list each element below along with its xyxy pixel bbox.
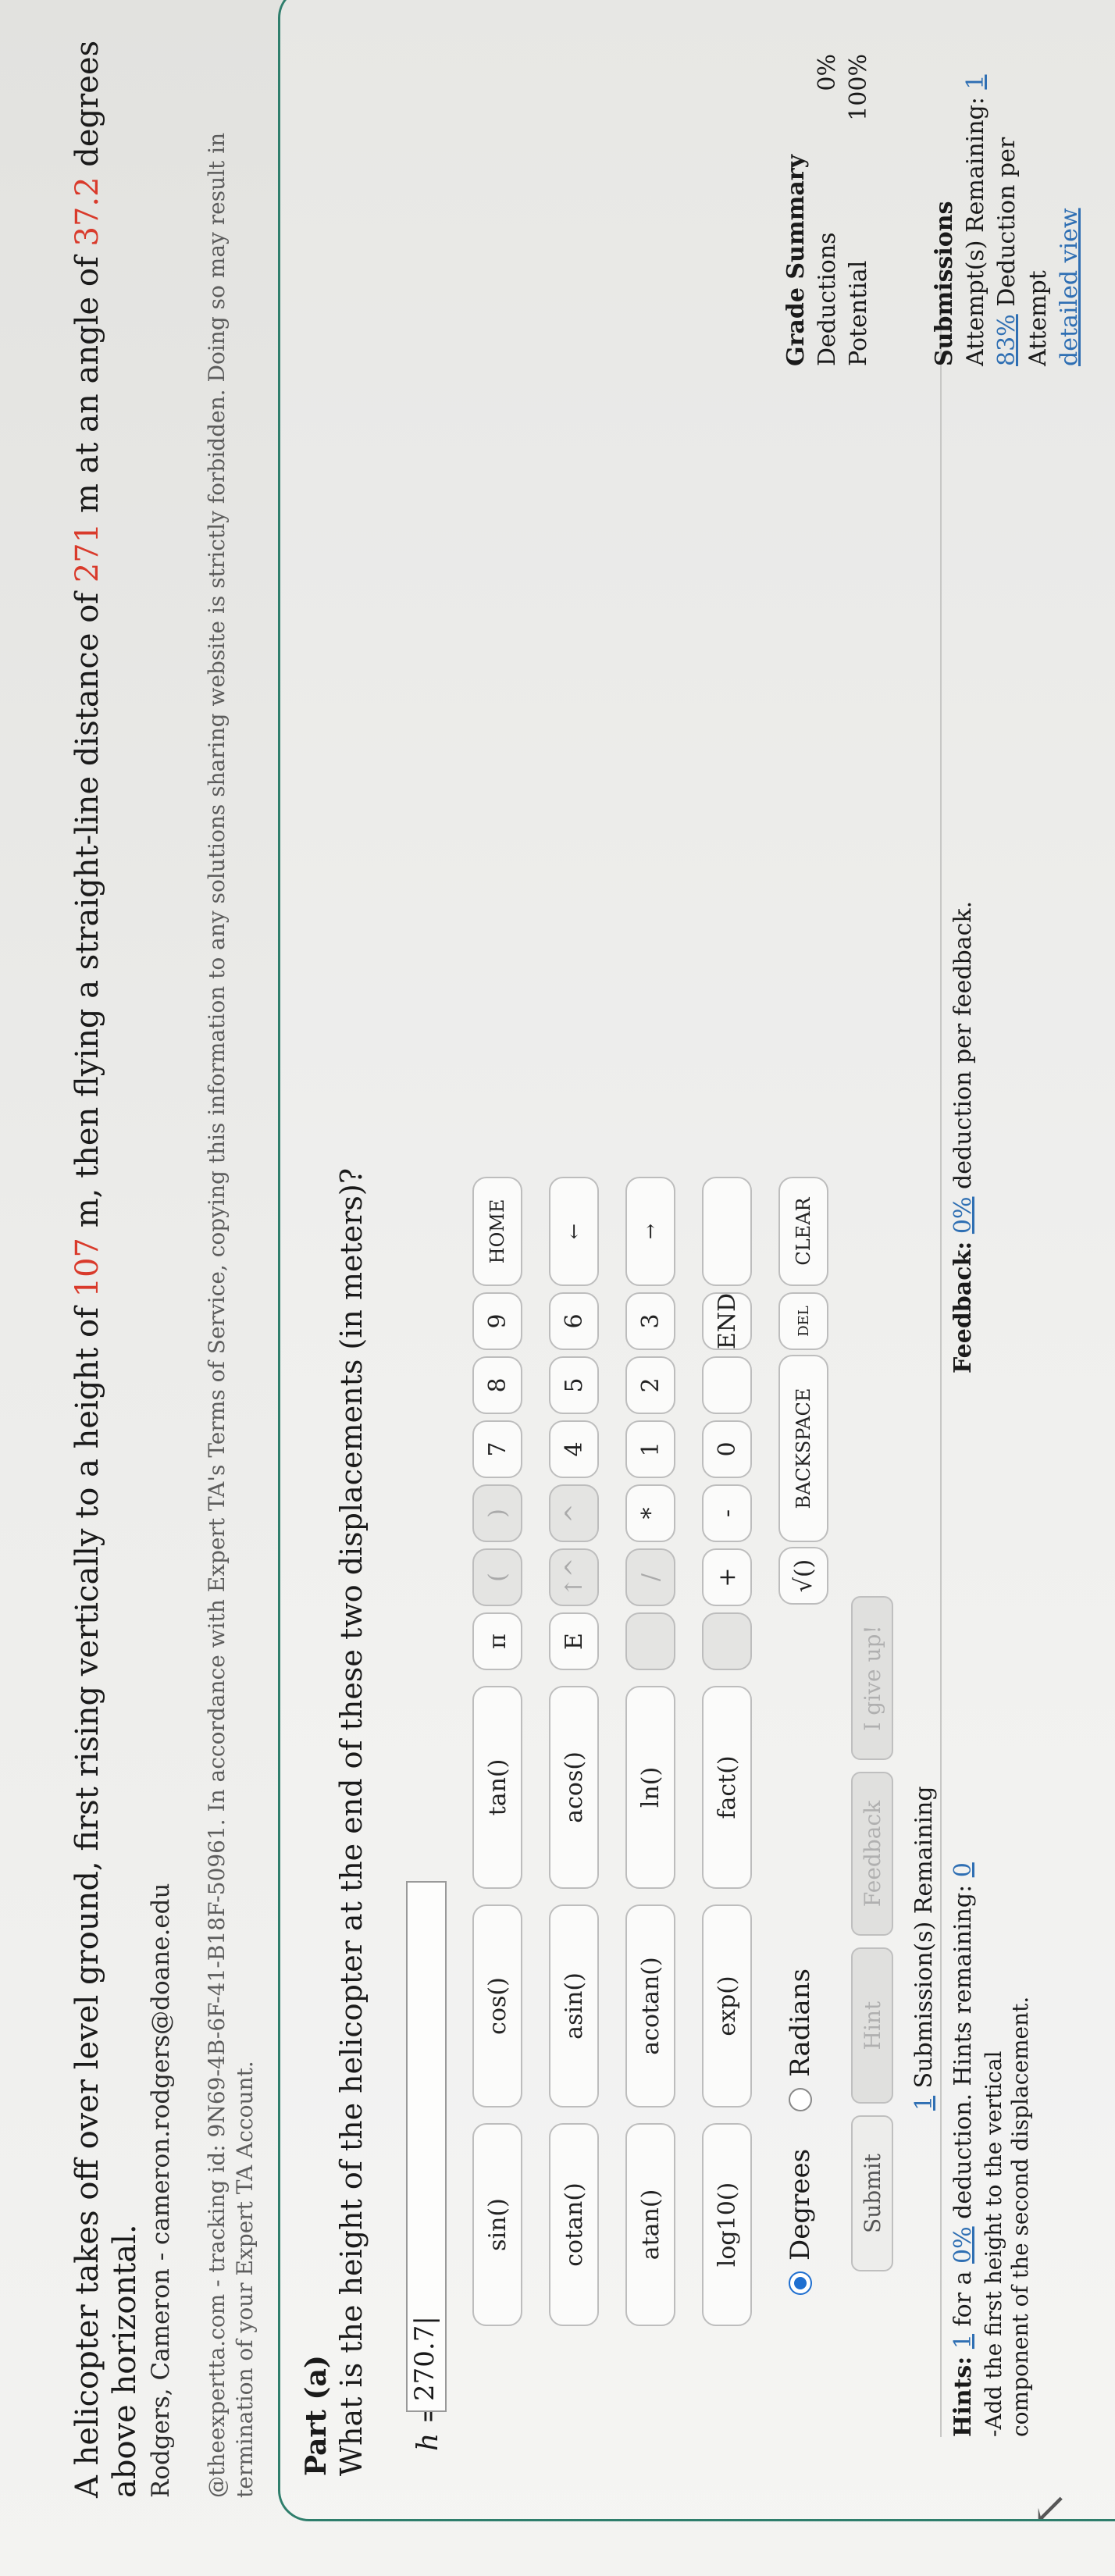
symbol-key[interactable]: ↑^ xyxy=(549,1548,599,1606)
fn-key[interactable]: asin() xyxy=(549,1904,599,2107)
digit-key[interactable] xyxy=(702,1356,752,1414)
radians-label: Radians xyxy=(785,1969,816,2077)
angle-mode-selector: Degrees Radians xyxy=(785,1969,816,2295)
symbol-key[interactable]: / xyxy=(625,1548,675,1606)
digit-key[interactable] xyxy=(702,1177,752,1286)
radians-radio[interactable] xyxy=(789,2087,812,2111)
question-text: What is the height of the helicopter at … xyxy=(334,1167,369,2476)
problem-statement: A helicopter takes off over level ground… xyxy=(69,40,143,2498)
hint-button[interactable]: Hint xyxy=(851,1947,893,2104)
divider xyxy=(940,266,942,2437)
fn-key[interactable]: sin() xyxy=(472,2123,522,2326)
symbol-key[interactable]: E xyxy=(549,1612,599,1670)
symbol-key[interactable]: ) xyxy=(472,1484,522,1542)
author-line: Rodgers, Cameron - cameron.rodgers@doane… xyxy=(147,1883,175,2499)
answer-input[interactable]: 270.7| xyxy=(406,1881,447,2412)
submit-button[interactable]: Submit xyxy=(851,2115,893,2271)
digit-key[interactable]: 6 xyxy=(549,1292,599,1350)
digit-key[interactable]: 9 xyxy=(472,1292,522,1350)
fn-key[interactable]: tan() xyxy=(472,1686,522,1889)
symbol-key[interactable]: * xyxy=(625,1484,675,1542)
grade-summary-title: Grade Summary xyxy=(782,154,810,366)
submissions-panel: Submissions Attempt(s) Remaining: 1 83% … xyxy=(929,54,1085,367)
distance-value: 271 xyxy=(69,522,105,583)
part-title: Part (a) xyxy=(300,2355,333,2476)
terms-notice: @theexpertta.com - tracking id: 9N69-4B-… xyxy=(204,132,258,2498)
digit-key[interactable]: 0 xyxy=(702,1420,752,1478)
potential-value: 100% xyxy=(845,54,872,121)
digit-key[interactable]: 5 xyxy=(549,1356,599,1414)
symbol-key[interactable]: ( xyxy=(472,1548,522,1606)
fn-key[interactable]: acos() xyxy=(549,1686,599,1889)
digit-key[interactable]: → xyxy=(625,1177,675,1286)
digit-key[interactable]: 2 xyxy=(625,1356,675,1414)
digit-key[interactable]: ← xyxy=(549,1177,599,1286)
deductions-value: 0% xyxy=(814,54,841,91)
digit-key[interactable]: 8 xyxy=(472,1356,522,1414)
clear-button[interactable]: CLEAR xyxy=(778,1177,828,1286)
digit-key[interactable]: 7 xyxy=(472,1420,522,1478)
symbol-key[interactable]: π xyxy=(472,1612,522,1670)
attempts-remaining: 1 xyxy=(962,74,989,90)
hint-text: -Add the first height to the vertical co… xyxy=(981,1996,1033,2437)
grade-summary: Grade Summary Deductions 0% Potential 100% xyxy=(781,54,875,366)
deduction-pct: 83% xyxy=(993,314,1021,366)
fn-key[interactable]: cotan() xyxy=(549,2123,599,2326)
symbol-key[interactable] xyxy=(625,1612,675,1670)
digit-key[interactable]: 1 xyxy=(625,1420,675,1478)
height-value: 107 xyxy=(69,1238,105,1298)
symbol-key[interactable]: ^ xyxy=(549,1484,599,1542)
give-up-button[interactable]: I give up! xyxy=(851,1596,893,1760)
digit-key[interactable]: HOME xyxy=(472,1177,522,1286)
feedback-button[interactable]: Feedback xyxy=(851,1772,893,1936)
hints-line: Hints: 1 for a 0% deduction. Hints remai… xyxy=(949,1862,977,2437)
submissions-title: Submissions xyxy=(931,201,958,366)
digit-key[interactable]: END xyxy=(702,1292,752,1350)
submissions-remaining: 1 Submission(s) Remaining xyxy=(910,1786,938,2111)
potential-label: Potential xyxy=(845,260,872,366)
fn-key[interactable]: cos() xyxy=(472,1904,522,2107)
degrees-radio[interactable] xyxy=(789,2271,812,2295)
fn-key[interactable]: atan() xyxy=(625,2123,675,2326)
fn-key[interactable]: acotan() xyxy=(625,1904,675,2107)
backspace-button[interactable]: BACKSPACE xyxy=(778,1355,828,1542)
symbol-key[interactable]: + xyxy=(702,1548,752,1606)
fn-key[interactable]: log10() xyxy=(702,2123,752,2326)
angle-value: 37.2 xyxy=(69,176,105,247)
del-button[interactable]: DEL xyxy=(778,1292,828,1350)
digit-key[interactable]: 4 xyxy=(549,1420,599,1478)
detailed-view-link[interactable]: detailed view xyxy=(1056,208,1083,366)
deductions-label: Deductions xyxy=(814,232,841,366)
degrees-label: Degrees xyxy=(785,2148,816,2261)
feedback-line: Feedback: 0% deduction per feedback. xyxy=(949,900,977,1374)
sqrt-button[interactable]: √() xyxy=(778,1547,828,1605)
digit-key[interactable]: 3 xyxy=(625,1292,675,1350)
fn-key[interactable]: exp() xyxy=(702,1904,752,2107)
fn-key[interactable]: ln() xyxy=(625,1686,675,1889)
symbol-key[interactable] xyxy=(702,1612,752,1670)
fn-key[interactable]: fact() xyxy=(702,1686,752,1889)
symbol-key[interactable]: - xyxy=(702,1484,752,1542)
